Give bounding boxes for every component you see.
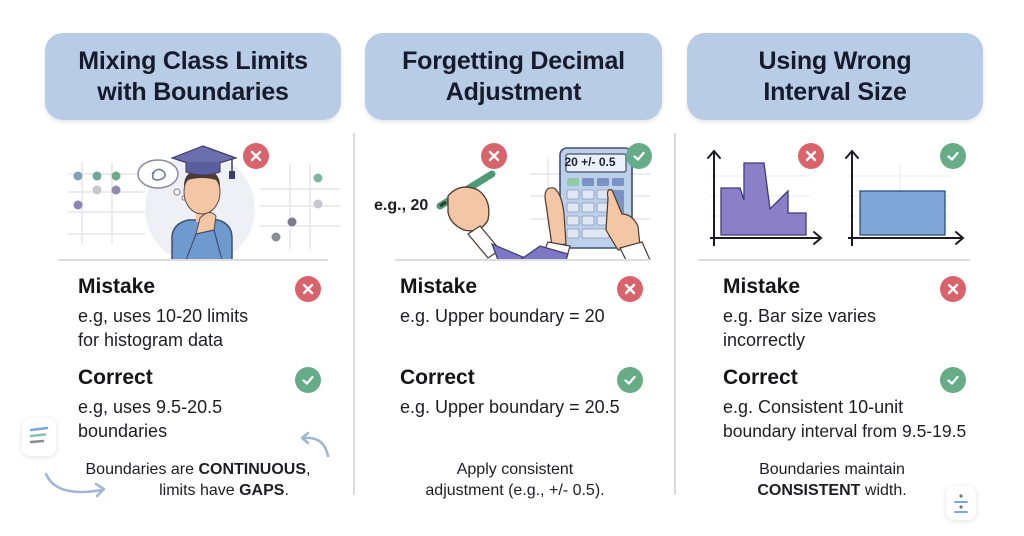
column-mixing-class-limits: Mixing Class Limits with Boundaries [0,0,355,536]
irregular-histogram-shape [720,162,807,236]
x-circle-icon [940,276,966,302]
correct-example-line-1: e.g. Upper boundary = 20.5 [400,397,620,417]
column-header: Using Wrong Interval Size [687,33,983,120]
mistake-example-line-2: for histogram data [78,330,224,350]
divide-symbol-icon [946,486,976,520]
column-forgetting-decimal-adjustment: Forgetting Decimal Adjustment [355,0,675,536]
header-line-2: Adjustment [445,77,582,106]
header-line-1: Forgetting Decimal [402,46,625,75]
emphasis-continuous: CONTINUOUS [198,461,307,478]
header-line-2: Interval Size [763,77,907,106]
note-line-2: adjustment (e.g., +/- 0.5). [425,482,605,499]
x-circle-icon [481,143,507,169]
curved-arrow-icon [300,431,330,458]
document-icon [22,418,56,456]
column-header: Mixing Class Limits with Boundaries [45,33,341,120]
column-divider [674,133,676,495]
mistake-example-line-1: e.g. Bar size varies [723,306,877,326]
correct-label: Correct [78,366,153,389]
handwritten-example: e.g., 20 [374,197,429,214]
check-circle-icon [940,367,966,393]
mistake-label: Mistake [78,275,156,298]
summary-note: Boundaries are CONTINUOUS, limits have G… [85,461,311,499]
confused-student-illustration [60,134,350,264]
histogram-comparison-illustration [700,146,1000,251]
correct-label: Correct [400,366,475,389]
section-divider [58,259,328,261]
mistake-example-line-1: e.g. Upper boundary = 20 [400,306,605,326]
note-line-1: Boundaries maintain [759,461,905,478]
check-circle-icon [617,367,643,393]
emphasis-consistent: CONSISTENT [757,482,861,499]
correct-example-line-1: e.g. Consistent 10-unit [723,397,904,417]
mistake-example-line-2: incorrectly [723,330,806,350]
summary-note: Boundaries maintain CONSISTENT width. [716,459,948,501]
header-line-1: Using Wrong [758,46,912,75]
x-circle-icon [798,143,824,169]
column-divider [353,133,355,495]
check-circle-icon [295,367,321,393]
correct-example-line-1: e.g, uses 9.5-20.5 [78,397,223,417]
check-circle-icon [626,143,652,169]
note-line-1: Apply consistent [456,461,574,478]
x-circle-icon [243,143,269,169]
correct-label: Correct [723,366,798,389]
section-divider [395,259,650,261]
emphasis-gaps: GAPS [239,482,285,499]
header-line-1: Mixing Class Limits [78,46,308,75]
check-circle-icon [940,143,966,169]
mistake-example-line-1: e.g, uses 10-20 limits [78,306,249,326]
correct-example-line-2: boundary interval from 9.5-19.5 [723,421,967,441]
uniform-histogram-bar [859,190,946,236]
x-circle-icon [295,276,321,302]
x-circle-icon [617,276,643,302]
calculator-display-text: 20 +/- 0.5 [564,155,616,169]
correct-example-line-2: boundaries [78,421,168,441]
column-header: Forgetting Decimal Adjustment [365,33,662,120]
column-wrong-interval-size: Using Wrong Interval Size [676,0,1024,536]
mistake-label: Mistake [723,275,801,298]
writing-and-calculator-illustration [370,134,670,261]
mistake-label: Mistake [400,275,478,298]
curved-arrow-icon [44,472,106,498]
section-divider [698,259,970,261]
header-line-2: with Boundaries [97,77,289,106]
summary-note: Apply consistent adjustment (e.g., +/- 0… [375,459,655,501]
